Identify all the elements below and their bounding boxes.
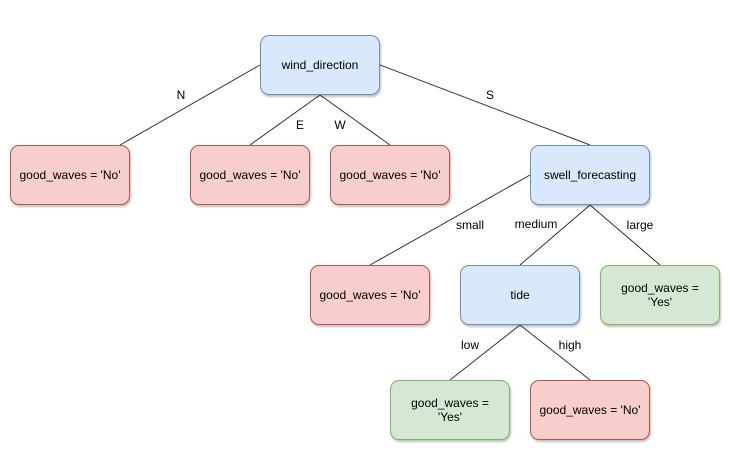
node-leaf-large[interactable]: good_waves = 'Yes' xyxy=(600,265,720,325)
edge-label-w: W xyxy=(334,118,346,132)
edge-label-high: high xyxy=(558,338,582,352)
node-wind-direction[interactable]: wind_direction xyxy=(260,35,380,95)
node-leaf-high[interactable]: good_waves = 'No' xyxy=(530,380,650,440)
edge-label-s: S xyxy=(485,88,495,102)
edge-label-e: E xyxy=(295,118,305,132)
edge-label-small: small xyxy=(455,218,485,232)
edge-wind-to-n xyxy=(119,64,261,146)
edge-tide-to-high xyxy=(519,324,591,381)
node-leaf-n[interactable]: good_waves = 'No' xyxy=(10,145,130,205)
node-swell-forecasting[interactable]: swell_forecasting xyxy=(530,145,650,205)
edge-label-large: large xyxy=(626,218,654,232)
edge-label-low: low xyxy=(460,338,480,352)
edge-wind-to-w xyxy=(319,94,391,146)
node-leaf-low[interactable]: good_waves = 'Yes' xyxy=(390,380,510,440)
node-leaf-small[interactable]: good_waves = 'No' xyxy=(310,265,430,325)
edge-wind-to-e xyxy=(249,94,321,146)
edge-swell-to-medium xyxy=(519,204,591,266)
edge-tide-to-low xyxy=(449,324,521,381)
edge-label-n: N xyxy=(176,88,186,102)
edge-swell-to-large xyxy=(589,204,661,266)
edge-label-medium: medium xyxy=(514,217,558,231)
node-leaf-e[interactable]: good_waves = 'No' xyxy=(190,145,310,205)
node-leaf-w[interactable]: good_waves = 'No' xyxy=(330,145,450,205)
node-tide[interactable]: tide xyxy=(460,265,580,325)
edge-wind-to-s xyxy=(379,64,591,146)
edge-swell-to-small xyxy=(369,174,531,266)
